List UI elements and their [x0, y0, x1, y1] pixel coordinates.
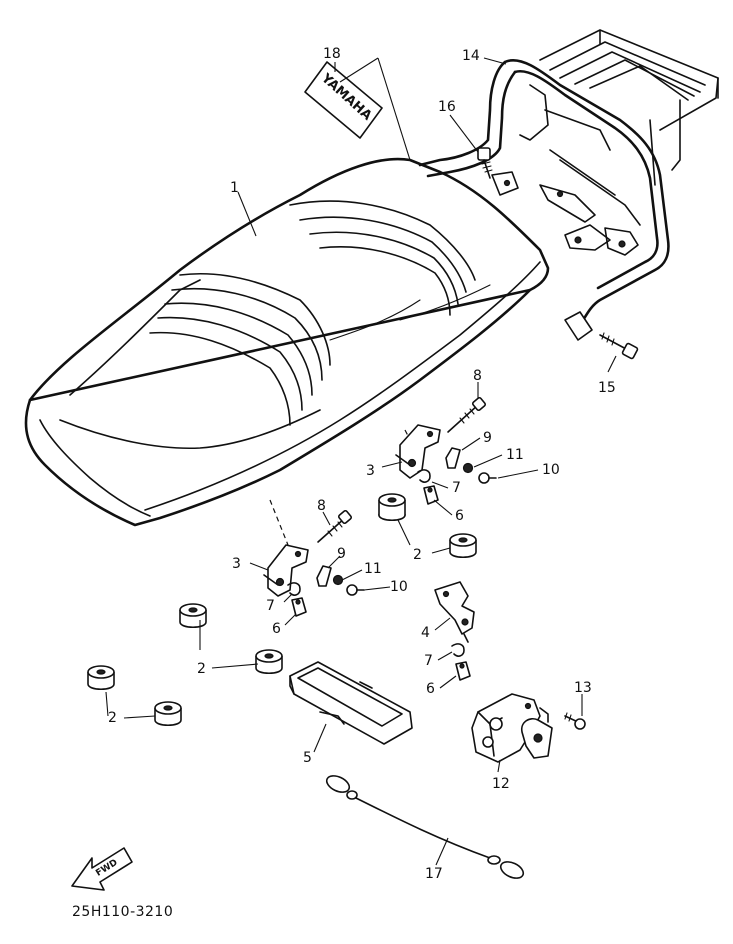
callout-10-lower: 10: [390, 579, 408, 595]
callout-9-upper: 9: [483, 430, 492, 446]
bolt-15: [599, 332, 639, 360]
clip-7-lower: [287, 582, 301, 596]
callout-10-upper: 10: [542, 462, 560, 478]
screw-10-upper: [478, 472, 497, 484]
damper-2-f: [154, 701, 182, 727]
callout-15: 15: [598, 380, 616, 396]
callout-12: 12: [492, 776, 510, 792]
bracket-3-lower: [263, 544, 309, 597]
grab-bar-carrier: [418, 29, 719, 341]
nut-6-bracket4: [455, 661, 471, 681]
damper-2-a: [378, 493, 406, 522]
callout-7-bracket4: 7: [424, 653, 433, 669]
screw-10-lower: [346, 584, 365, 596]
callout-9-lower: 9: [337, 546, 346, 562]
seat: [24, 157, 550, 527]
callout-2-upper: 2: [413, 547, 422, 563]
callout-6-upper: 6: [455, 508, 464, 524]
bolt-8-lower: [317, 509, 353, 543]
callout-1: 1: [230, 180, 239, 196]
callout-8-lower: 8: [317, 498, 326, 514]
callout-6-lower: 6: [272, 621, 281, 637]
nut-6-upper: [423, 485, 439, 505]
callout-5: 5: [303, 750, 312, 766]
callout-7-lower: 7: [266, 598, 275, 614]
install-line-left: [269, 499, 289, 546]
bracket-4: [434, 581, 475, 643]
callout-3-upper: 3: [366, 463, 375, 479]
bolt-16: [477, 147, 493, 179]
damper-2-d: [255, 649, 283, 675]
callout-17: 17: [425, 866, 443, 882]
callout-16: 16: [438, 99, 456, 115]
callout-labels: 1 18 14 16 15 8 9 11 10 3 7 6 2 8 9 11 1…: [108, 46, 616, 882]
damper-2-e: [87, 665, 115, 691]
emblem-18: YAMAHA: [304, 61, 383, 139]
bracket-3-upper: [395, 424, 441, 479]
callout-11-upper: 11: [506, 447, 524, 463]
callout-6-bracket4: 6: [426, 681, 435, 697]
callout-8-upper: 8: [473, 368, 482, 384]
clip-7-bracket4: [451, 643, 465, 657]
damper-2-b: [449, 533, 477, 559]
forward-arrow-icon: FWD: [71, 847, 133, 891]
callout-14: 14: [462, 48, 480, 64]
callout-7-upper: 7: [452, 480, 461, 496]
seat-lock-12: [471, 693, 553, 763]
bolt-8-upper: [447, 396, 487, 433]
callout-18: 18: [323, 46, 341, 62]
callout-13: 13: [574, 680, 592, 696]
clip-9-lower: [316, 565, 332, 587]
damper-2-c: [179, 603, 207, 629]
washer-11-upper: [462, 462, 474, 474]
helmet-cable-17: [325, 775, 525, 879]
callout-11-lower: 11: [364, 561, 382, 577]
callout-4: 4: [421, 625, 430, 641]
install-line-right: [404, 429, 419, 456]
washer-11-lower: [332, 574, 344, 586]
callout-2-left: 2: [108, 710, 117, 726]
nut-6-lower: [291, 597, 307, 617]
callout-3-lower: 3: [232, 556, 241, 572]
clip-7-upper: [417, 469, 431, 483]
callout-2-middle: 2: [197, 661, 206, 677]
clip-9-upper: [445, 447, 461, 469]
tray-5: [289, 661, 413, 745]
diagram-code: 25H110-3210: [72, 904, 173, 920]
screw-13: [564, 712, 586, 730]
leader-lines: [105, 57, 617, 866]
